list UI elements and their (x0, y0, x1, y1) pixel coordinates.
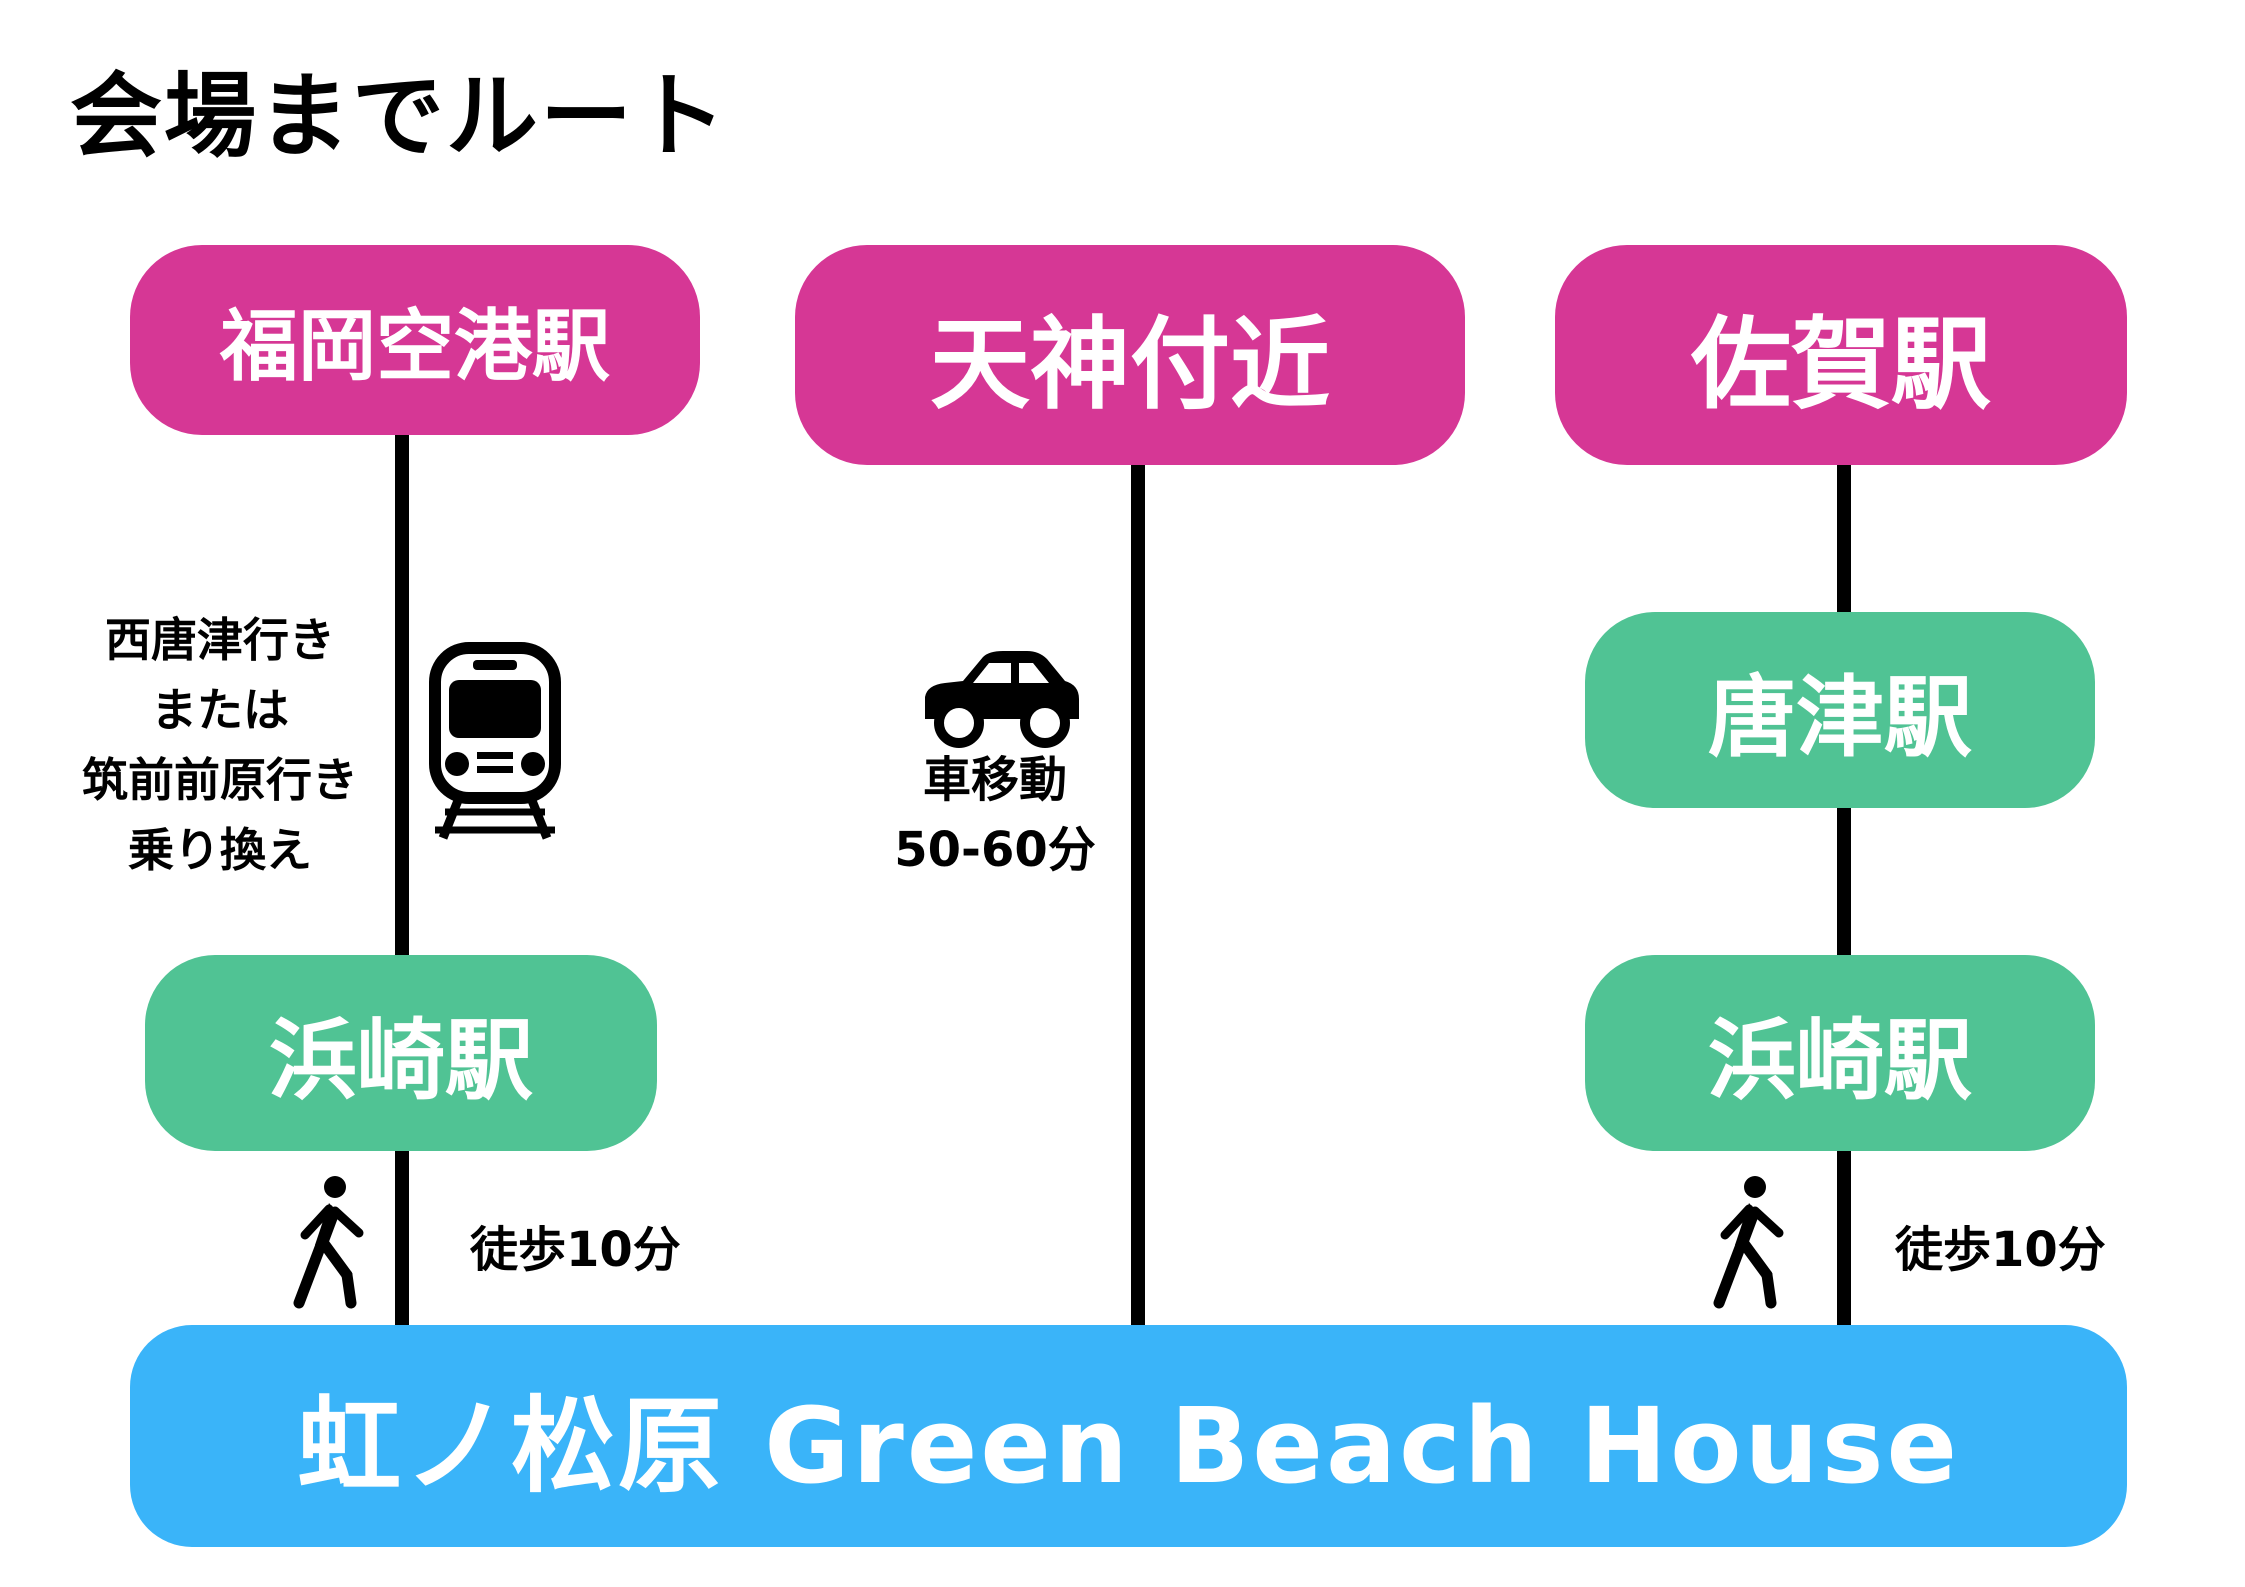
transfer-note-line-1: 西唐津行き (105, 613, 335, 667)
car-icon (925, 651, 1079, 748)
origin-saga-label: 佐賀駅 (1691, 305, 1991, 423)
destination-banner: 虹ノ松原 Green Beach House (130, 1325, 2127, 1547)
transfer-note: 西唐津行き または 筑前前原行き 乗り換え (55, 605, 385, 885)
station-hamasaki-right: 浜崎駅 (1585, 955, 2095, 1151)
car-note-line-2: 50-60分 (894, 822, 1096, 878)
walk-note-right: 徒歩10分 (1895, 1222, 2106, 1278)
station-hamasaki-left-label: 浜崎駅 (268, 1008, 533, 1112)
transfer-note-line-3: 筑前前原行き (82, 753, 358, 807)
walk-note-left: 徒歩10分 (470, 1222, 681, 1278)
origin-fukuoka-airport: 福岡空港駅 (130, 245, 700, 435)
station-karatsu-label: 唐津駅 (1707, 665, 1972, 769)
walking-person-icon (1713, 1176, 1784, 1309)
transfer-note-line-4: 乗り換え (128, 823, 312, 877)
train-icon (429, 642, 561, 840)
car-note: 車移動 50-60分 (870, 745, 1120, 885)
station-hamasaki-right-label: 浜崎駅 (1707, 1008, 1972, 1112)
route-line-right (1837, 455, 1851, 1340)
origin-tenjin-label: 天神付近 (930, 305, 1330, 423)
car-note-line-1: 車移動 (922, 752, 1067, 808)
station-karatsu: 唐津駅 (1585, 612, 2095, 808)
walking-person-icon (293, 1176, 364, 1309)
route-line-left (395, 430, 409, 1340)
origin-tenjin: 天神付近 (795, 245, 1465, 465)
origin-fukuoka-airport-label: 福岡空港駅 (219, 302, 610, 392)
destination-label: 虹ノ松原 Green Beach House (296, 1384, 1961, 1507)
route-line-center (1131, 455, 1145, 1340)
origin-saga: 佐賀駅 (1555, 245, 2127, 465)
transfer-note-line-2: または (151, 683, 289, 737)
station-hamasaki-left: 浜崎駅 (145, 955, 657, 1151)
page-title: 会場までルート (70, 63, 729, 170)
